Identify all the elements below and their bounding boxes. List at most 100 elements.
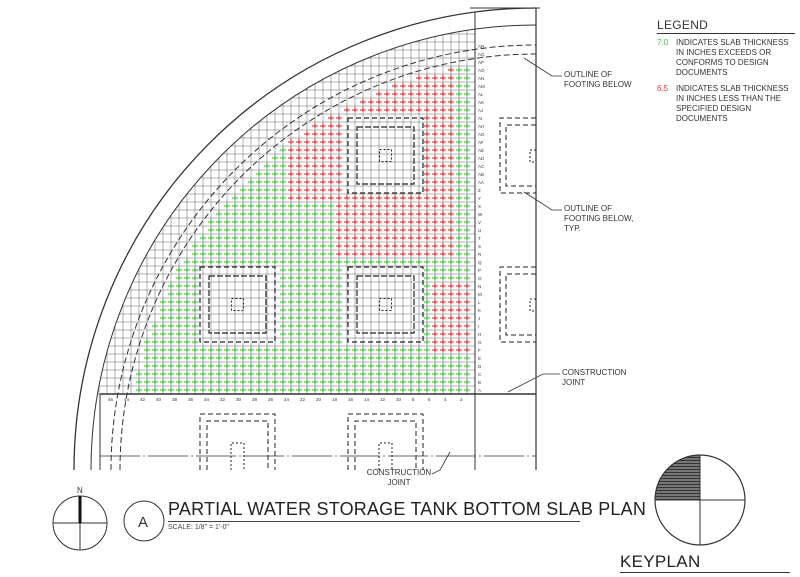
thickness-mark — [304, 371, 310, 376]
thickness-mark — [168, 347, 174, 352]
thickness-mark — [160, 355, 166, 360]
thickness-mark — [448, 147, 454, 152]
keyplan-label: KEYPLAN — [620, 552, 790, 573]
thickness-mark — [464, 131, 470, 136]
thickness-mark — [336, 275, 342, 280]
footing-outline-arc-inner — [119, 53, 537, 471]
thickness-mark — [360, 347, 366, 352]
thickness-mark — [280, 147, 286, 152]
thickness-mark — [440, 91, 446, 96]
thickness-mark — [256, 355, 262, 360]
thickness-mark — [336, 307, 342, 312]
thickness-mark — [440, 139, 446, 144]
thickness-mark — [336, 267, 342, 272]
thickness-mark — [432, 187, 438, 192]
thickness-mark — [200, 251, 206, 256]
thickness-mark — [368, 251, 374, 256]
thickness-mark — [288, 259, 294, 264]
thickness-mark — [424, 227, 430, 232]
thickness-mark — [208, 219, 214, 224]
tank-wall-outer-arc — [73, 7, 537, 471]
thickness-mark — [328, 243, 334, 248]
thickness-mark — [424, 123, 430, 128]
thickness-mark — [312, 179, 318, 184]
thickness-mark — [384, 211, 390, 216]
thickness-mark — [448, 219, 454, 224]
thickness-mark — [160, 387, 166, 392]
thickness-mark — [192, 379, 198, 384]
thickness-mark — [280, 363, 286, 368]
thickness-mark — [432, 147, 438, 152]
thickness-mark — [344, 203, 350, 208]
thickness-mark — [184, 299, 190, 304]
thickness-mark — [312, 291, 318, 296]
thickness-mark — [160, 315, 166, 320]
thickness-mark — [296, 387, 302, 392]
footing-inner — [505, 273, 536, 336]
thickness-mark — [152, 339, 158, 344]
thickness-mark — [464, 323, 470, 328]
thickness-mark — [440, 339, 446, 344]
thickness-mark — [304, 355, 310, 360]
thickness-mark — [424, 387, 430, 392]
row-label: AO — [478, 68, 485, 73]
thickness-mark — [304, 259, 310, 264]
thickness-mark — [312, 243, 318, 248]
thickness-mark — [376, 91, 382, 96]
thickness-mark — [328, 371, 334, 376]
thickness-mark — [464, 75, 470, 80]
thickness-mark — [176, 283, 182, 288]
thickness-mark — [280, 307, 286, 312]
thickness-mark — [456, 243, 462, 248]
thickness-mark — [304, 155, 310, 160]
row-label: AR — [478, 44, 485, 49]
row-label: AJ — [478, 108, 483, 113]
thickness-mark — [136, 379, 142, 384]
thickness-mark — [288, 163, 294, 168]
thickness-mark — [440, 299, 446, 304]
thickness-mark — [152, 347, 158, 352]
thickness-mark — [424, 307, 430, 312]
thickness-mark — [256, 371, 262, 376]
thickness-mark — [440, 251, 446, 256]
thickness-mark — [344, 363, 350, 368]
thickness-mark — [384, 363, 390, 368]
thickness-mark — [384, 107, 390, 112]
thickness-mark — [416, 251, 422, 256]
thickness-mark — [272, 155, 278, 160]
thickness-mark — [464, 107, 470, 112]
thickness-mark — [288, 251, 294, 256]
thickness-mark — [304, 203, 310, 208]
thickness-mark — [456, 179, 462, 184]
thickness-mark — [200, 243, 206, 248]
thickness-mark — [288, 235, 294, 240]
thickness-mark — [440, 243, 446, 248]
column-label: 22 — [300, 397, 306, 402]
thickness-mark — [280, 379, 286, 384]
thickness-mark — [400, 251, 406, 256]
thickness-mark — [384, 219, 390, 224]
thickness-mark — [328, 339, 334, 344]
thickness-mark — [432, 291, 438, 296]
row-label: AI — [478, 116, 482, 121]
thickness-mark — [232, 251, 238, 256]
thickness-mark — [272, 251, 278, 256]
thickness-mark — [328, 387, 334, 392]
thickness-mark — [208, 251, 214, 256]
thickness-mark — [200, 347, 206, 352]
thickness-mark — [304, 195, 310, 200]
thickness-mark — [296, 347, 302, 352]
thickness-mark — [208, 259, 214, 264]
thickness-mark — [408, 363, 414, 368]
thickness-mark — [312, 203, 318, 208]
thickness-mark — [464, 163, 470, 168]
thickness-mark — [312, 227, 318, 232]
thickness-mark — [184, 331, 190, 336]
thickness-mark — [296, 259, 302, 264]
thickness-mark — [448, 283, 454, 288]
thickness-mark — [216, 363, 222, 368]
thickness-mark — [464, 275, 470, 280]
thickness-mark — [304, 347, 310, 352]
thickness-mark — [256, 363, 262, 368]
thickness-mark — [240, 251, 246, 256]
